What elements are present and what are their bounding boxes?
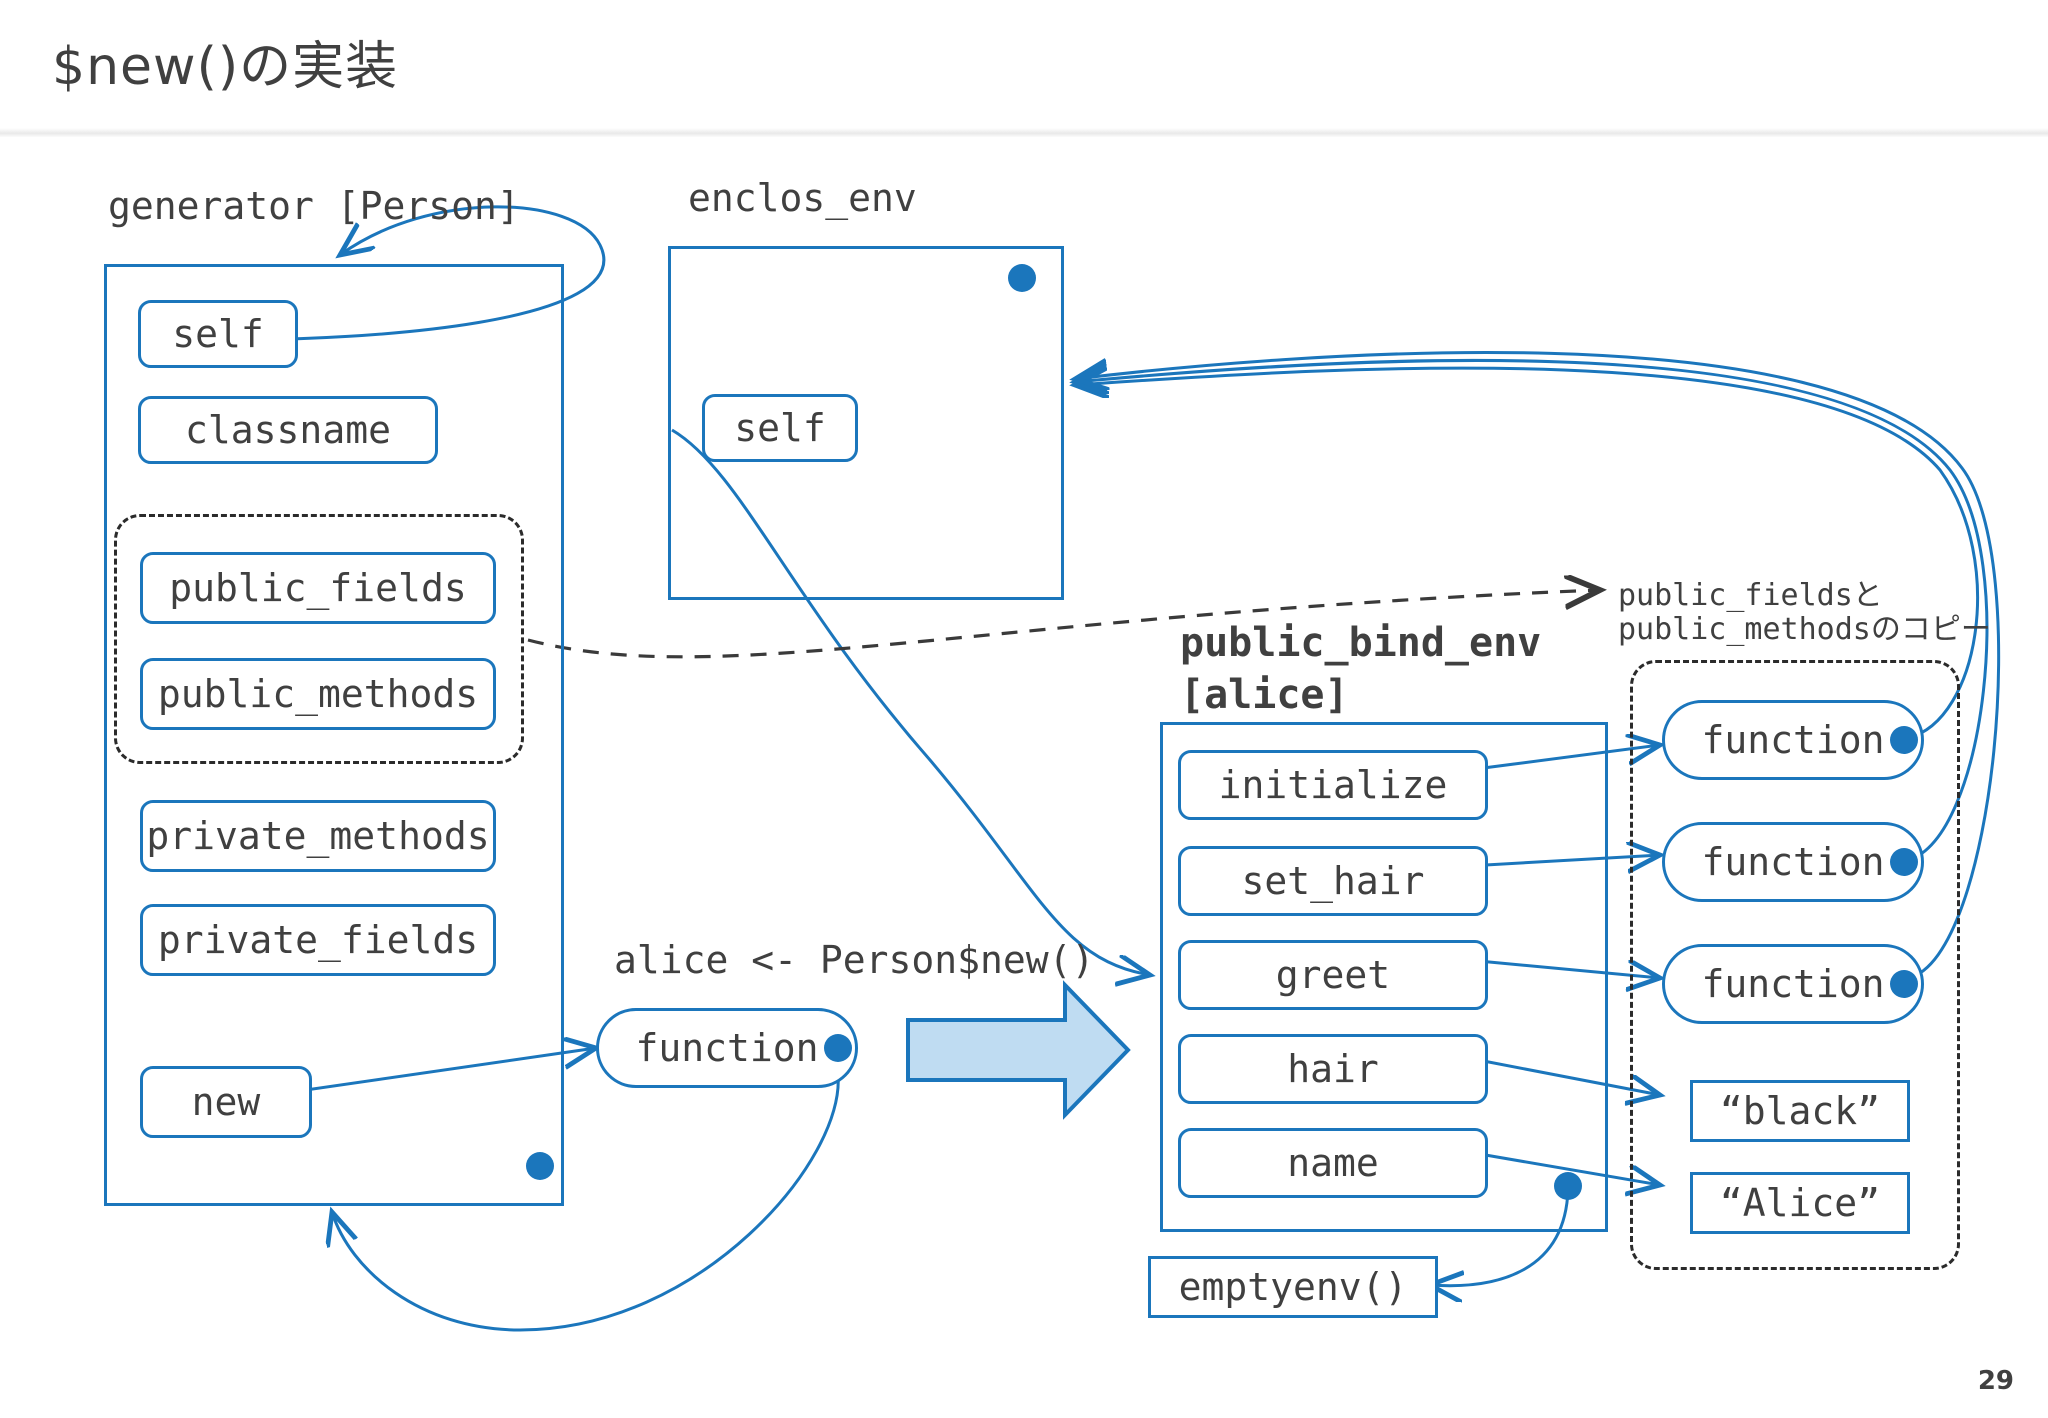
- generator-slot-new[interactable]: new: [140, 1066, 312, 1138]
- public-bind-env-slot-hair[interactable]: hair: [1178, 1034, 1488, 1104]
- public-bind-env-slot-name[interactable]: name: [1178, 1128, 1488, 1198]
- emptyenv-box[interactable]: emptyenv(): [1148, 1256, 1438, 1318]
- public-bind-env-caption-line1: public_bind_env: [1180, 620, 1542, 666]
- public-bind-env-slot-greet[interactable]: greet: [1178, 940, 1488, 1010]
- public-bind-env-slot-set-hair[interactable]: set_hair: [1178, 846, 1488, 916]
- new-call-function-env-dot: [824, 1034, 852, 1062]
- copies-caption-line1: public_fieldsと: [1618, 578, 1883, 613]
- new-call-expression: alice <- Person$new(): [614, 938, 1095, 982]
- generator-parent-env-dot: [526, 1152, 554, 1180]
- generator-slot-public-methods[interactable]: public_methods: [140, 658, 496, 730]
- copies-dashed-group: [1630, 660, 1960, 1270]
- new-call-function-pill[interactable]: function: [596, 1008, 858, 1088]
- copies-caption-line2: public_methodsのコピー: [1618, 612, 1991, 647]
- public-bind-env-box: [1160, 722, 1608, 1232]
- copy-function-pill-3[interactable]: function: [1662, 944, 1924, 1024]
- enclos-env-caption: enclos_env: [688, 176, 917, 220]
- copy-value-box-hair[interactable]: “black”: [1690, 1080, 1910, 1142]
- generator-env-box: [104, 264, 564, 1206]
- generator-caption: generator [Person]: [108, 184, 520, 228]
- page-title: $new()の実装: [52, 37, 399, 97]
- generator-slot-public-fields[interactable]: public_fields: [140, 552, 496, 624]
- right-arrow-icon: [906, 980, 1131, 1120]
- enclos-env-parent-dot: [1008, 264, 1036, 292]
- public-bind-env-parent-dot: [1554, 1172, 1582, 1200]
- public-bind-env-caption-line2: [alice]: [1180, 672, 1349, 718]
- public-bind-env-slot-initialize[interactable]: initialize: [1178, 750, 1488, 820]
- slide-header: $new()の実装: [0, 0, 2048, 137]
- enclos-env-box: [668, 246, 1064, 600]
- copy-function-3-env-dot: [1890, 970, 1918, 998]
- page-number: 29: [1977, 1366, 2014, 1396]
- copy-value-box-name[interactable]: “Alice”: [1690, 1172, 1910, 1234]
- copy-function-1-env-dot: [1890, 726, 1918, 754]
- generator-slot-classname[interactable]: classname: [138, 396, 438, 464]
- generator-public-group: [114, 514, 524, 764]
- enclos-env-slot-self[interactable]: self: [702, 394, 858, 462]
- generator-slot-private-fields[interactable]: private_fields: [140, 904, 496, 976]
- generator-slot-self[interactable]: self: [138, 300, 298, 368]
- header-divider: [0, 128, 2048, 137]
- copy-function-pill-2[interactable]: function: [1662, 822, 1924, 902]
- copy-function-pill-1[interactable]: function: [1662, 700, 1924, 780]
- copy-function-2-env-dot: [1890, 848, 1918, 876]
- generator-slot-private-methods[interactable]: private_methods: [140, 800, 496, 872]
